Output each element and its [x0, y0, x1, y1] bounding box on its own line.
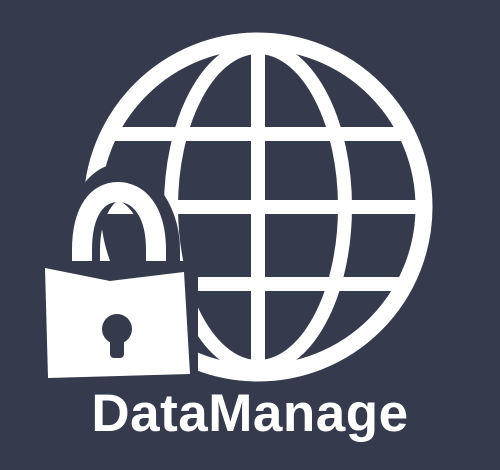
padlock-icon: [32, 163, 198, 385]
keyhole-icon: [102, 314, 132, 358]
brand-name: DataManage: [91, 384, 409, 443]
padlock-shackle-arc: [72, 181, 166, 276]
